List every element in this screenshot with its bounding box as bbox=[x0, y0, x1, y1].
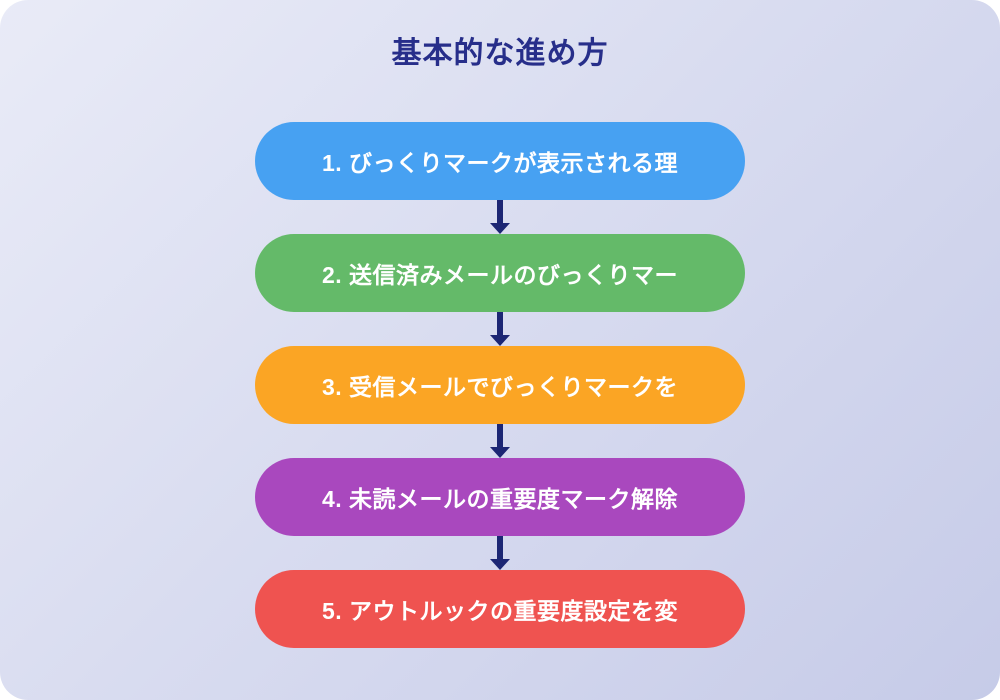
arrow-head-icon bbox=[490, 335, 510, 346]
diagram-title: 基本的な進め方 bbox=[391, 37, 609, 70]
flow-step-1-label: 1. びっくりマークが表示される理 bbox=[321, 150, 679, 176]
arrow-stem bbox=[497, 424, 503, 447]
down-arrow-connector bbox=[490, 424, 510, 458]
flow-step-3: 3. 受信メールでびっくりマークを bbox=[255, 346, 745, 424]
arrow-head-icon bbox=[490, 447, 510, 458]
arrow-head-icon bbox=[490, 223, 510, 234]
arrow-stem bbox=[497, 536, 503, 559]
flow-step-1: 1. びっくりマークが表示される理 bbox=[255, 122, 745, 200]
arrow-stem bbox=[497, 200, 503, 223]
flow-step-4-label: 4. 未読メールの重要度マーク解除 bbox=[321, 486, 679, 512]
down-arrow-connector bbox=[490, 312, 510, 346]
flow-step-5: 5. アウトルックの重要度設定を変 bbox=[255, 570, 745, 648]
flow-steps: 1. びっくりマークが表示される理 2. 送信済みメールのびっくりマー 3. 受… bbox=[0, 122, 1000, 648]
flow-step-2: 2. 送信済みメールのびっくりマー bbox=[255, 234, 745, 312]
flow-step-3-label: 3. 受信メールでびっくりマークを bbox=[321, 374, 679, 400]
flow-step-4: 4. 未読メールの重要度マーク解除 bbox=[255, 458, 745, 536]
down-arrow-connector bbox=[490, 536, 510, 570]
arrow-stem bbox=[497, 312, 503, 335]
flow-step-5-label: 5. アウトルックの重要度設定を変 bbox=[321, 598, 679, 624]
arrow-head-icon bbox=[490, 559, 510, 570]
flow-step-2-label: 2. 送信済みメールのびっくりマー bbox=[321, 262, 679, 288]
down-arrow-connector bbox=[490, 200, 510, 234]
